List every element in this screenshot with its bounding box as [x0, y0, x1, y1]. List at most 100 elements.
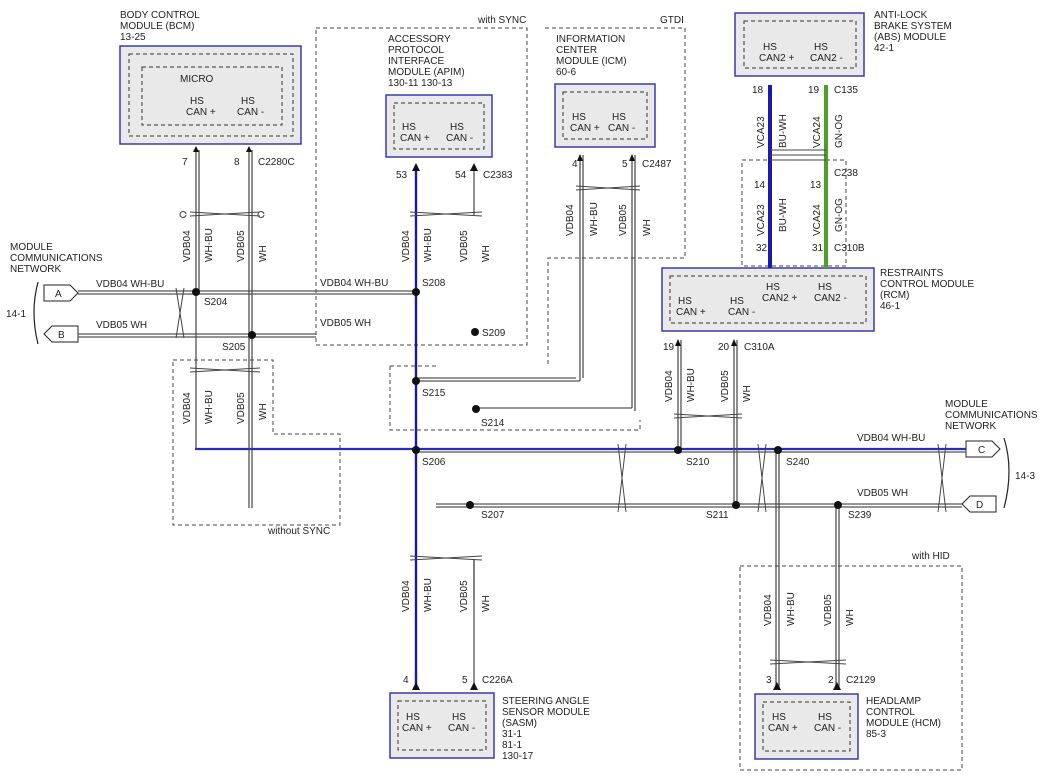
rcm-pin-31: 31	[812, 243, 824, 254]
abs-rcm-connector-mid: C238	[834, 168, 858, 179]
network-right-bracket	[1003, 437, 1010, 509]
splice-s239-label: S239	[848, 510, 872, 521]
label-icm-wh: WH	[642, 219, 653, 236]
network-left-ref: 14-1	[6, 309, 26, 320]
hcm-connector: C2129	[846, 675, 876, 686]
zone-gtdi	[545, 27, 686, 366]
zone-s214-s215	[389, 366, 641, 431]
label-bcm-vdb04-upper: VDB04	[182, 230, 193, 262]
rcm-title: RESTRAINTS CONTROL MODULE (RCM) 46-1	[880, 268, 977, 312]
network-left-title: MODULE COMMUNICATIONS NETWORK	[10, 242, 105, 275]
splice-s205-label: S205	[222, 342, 246, 353]
icm-pin-4: 4	[572, 159, 578, 170]
rcm-pin-19: 19	[663, 342, 675, 353]
icm-title: INFORMATION CENTER MODULE (ICM) 60-6	[556, 34, 629, 78]
label-rcm-vdb05: VDB05	[720, 370, 731, 402]
splice-s209-label: S209	[482, 328, 506, 339]
label-bcm-wh-lower: WH	[258, 403, 269, 420]
apim-connector: C2383	[483, 170, 513, 181]
rcm-connector-bottom: C310A	[744, 342, 775, 353]
splice-s207-label: S207	[481, 510, 505, 521]
label-sasm-vdb05: VDB05	[459, 580, 470, 612]
hcm-pin-2: 2	[828, 675, 834, 686]
splice-s207	[466, 501, 474, 509]
arrow-apim-53	[412, 163, 420, 171]
hcm-title: HEADLAMP CONTROL MODULE (HCM) 85-3	[866, 696, 944, 740]
label-rcm-wh: WH	[742, 385, 753, 402]
hcm-module	[754, 693, 859, 760]
label-icm-whbu: WH-BU	[589, 202, 600, 236]
network-left-connector-b-label: B	[58, 330, 65, 341]
abs-title: ANTI-LOCK BRAKE SYSTEM (ABS) MODULE 42-1	[874, 10, 955, 54]
network-left-wire-b-label: VDB05 WH	[96, 320, 147, 331]
bcm-pin-7: 7	[182, 157, 188, 168]
splice-s240	[774, 446, 782, 454]
zone-with-hid-label: with HID	[911, 551, 950, 562]
zone-with-sync-label: with SYNC	[477, 15, 526, 26]
zone-with-hid	[739, 565, 963, 771]
label-sasm-vdb04: VDB04	[401, 580, 412, 612]
sasm-inner	[397, 700, 487, 751]
bcm-micro-label: MICRO	[180, 74, 214, 85]
label-sasm-whbu: WH-BU	[423, 578, 434, 612]
network-right-connector-d	[961, 495, 997, 513]
hcm-inner	[762, 701, 851, 752]
splice-s210-label: S210	[686, 457, 710, 468]
abs-rcm-label-buwh-b: BU-WH	[778, 198, 789, 232]
splice-s205	[248, 331, 256, 339]
network-right-wire-c-label: VDB04 WH-BU	[857, 433, 925, 444]
splice-s204-label: S204	[204, 297, 228, 308]
label-bcm-whbu-upper: WH-BU	[204, 228, 215, 262]
label-bus-vdb04-whbu-center: VDB04 WH-BU	[320, 278, 388, 289]
splice-s206	[412, 446, 420, 454]
apim-pin-54: 54	[455, 170, 467, 181]
splice-s239	[834, 501, 842, 509]
rcm-module	[661, 267, 875, 332]
rcm-connector-top: C310B	[834, 243, 865, 254]
arrow-rcm-20	[731, 339, 737, 346]
network-left-connector-a-label: A	[55, 289, 62, 300]
abs-rcm-label-vca23-a: VCA23	[756, 116, 767, 148]
twist-main-bus-2	[757, 443, 767, 513]
twist-hcm	[769, 659, 847, 665]
arrow-sasm-4	[412, 682, 420, 690]
sasm-module	[389, 692, 495, 759]
twist-rcm	[673, 413, 743, 419]
network-left-bracket	[33, 281, 39, 345]
apim-module	[385, 94, 493, 158]
bcm-micro-box	[141, 66, 283, 126]
zone-without-sync-label: without SYNC	[267, 526, 330, 537]
twist-icm	[575, 185, 641, 191]
label-bus-vdb05-wh-center: VDB05 WH	[320, 318, 371, 329]
sasm-title: STEERING ANGLE SENSOR MODULE (SASM) 31-1…	[502, 696, 593, 762]
bcm-connector: C2280C	[258, 157, 295, 168]
arrow-icm-5	[629, 154, 635, 161]
splice-s208-label: S208	[422, 278, 446, 289]
abs-inner	[743, 20, 857, 69]
splice-s214-label: S214	[481, 418, 505, 429]
arrow-hcm-2	[833, 682, 841, 690]
splice-s210	[674, 446, 682, 454]
arrow-bcm-7	[193, 146, 199, 152]
icm-connector: C2487	[642, 159, 672, 170]
abs-pin-18: 18	[752, 85, 764, 96]
apim-title: ACCESSORY PROTOCOL INTERFACE MODULE (API…	[388, 34, 467, 89]
label-hcm-vdb05: VDB05	[823, 594, 834, 626]
label-hcm-wh: WH	[845, 609, 856, 626]
abs-rcm-label-gnog-a: GN-OG	[834, 114, 845, 148]
label-rcm-vdb04: VDB04	[664, 370, 675, 402]
abs-rcm-label-gnog-b: GN-OG	[834, 198, 845, 232]
splice-s209	[471, 328, 479, 336]
label-icm-vdb05: VDB05	[618, 204, 629, 236]
